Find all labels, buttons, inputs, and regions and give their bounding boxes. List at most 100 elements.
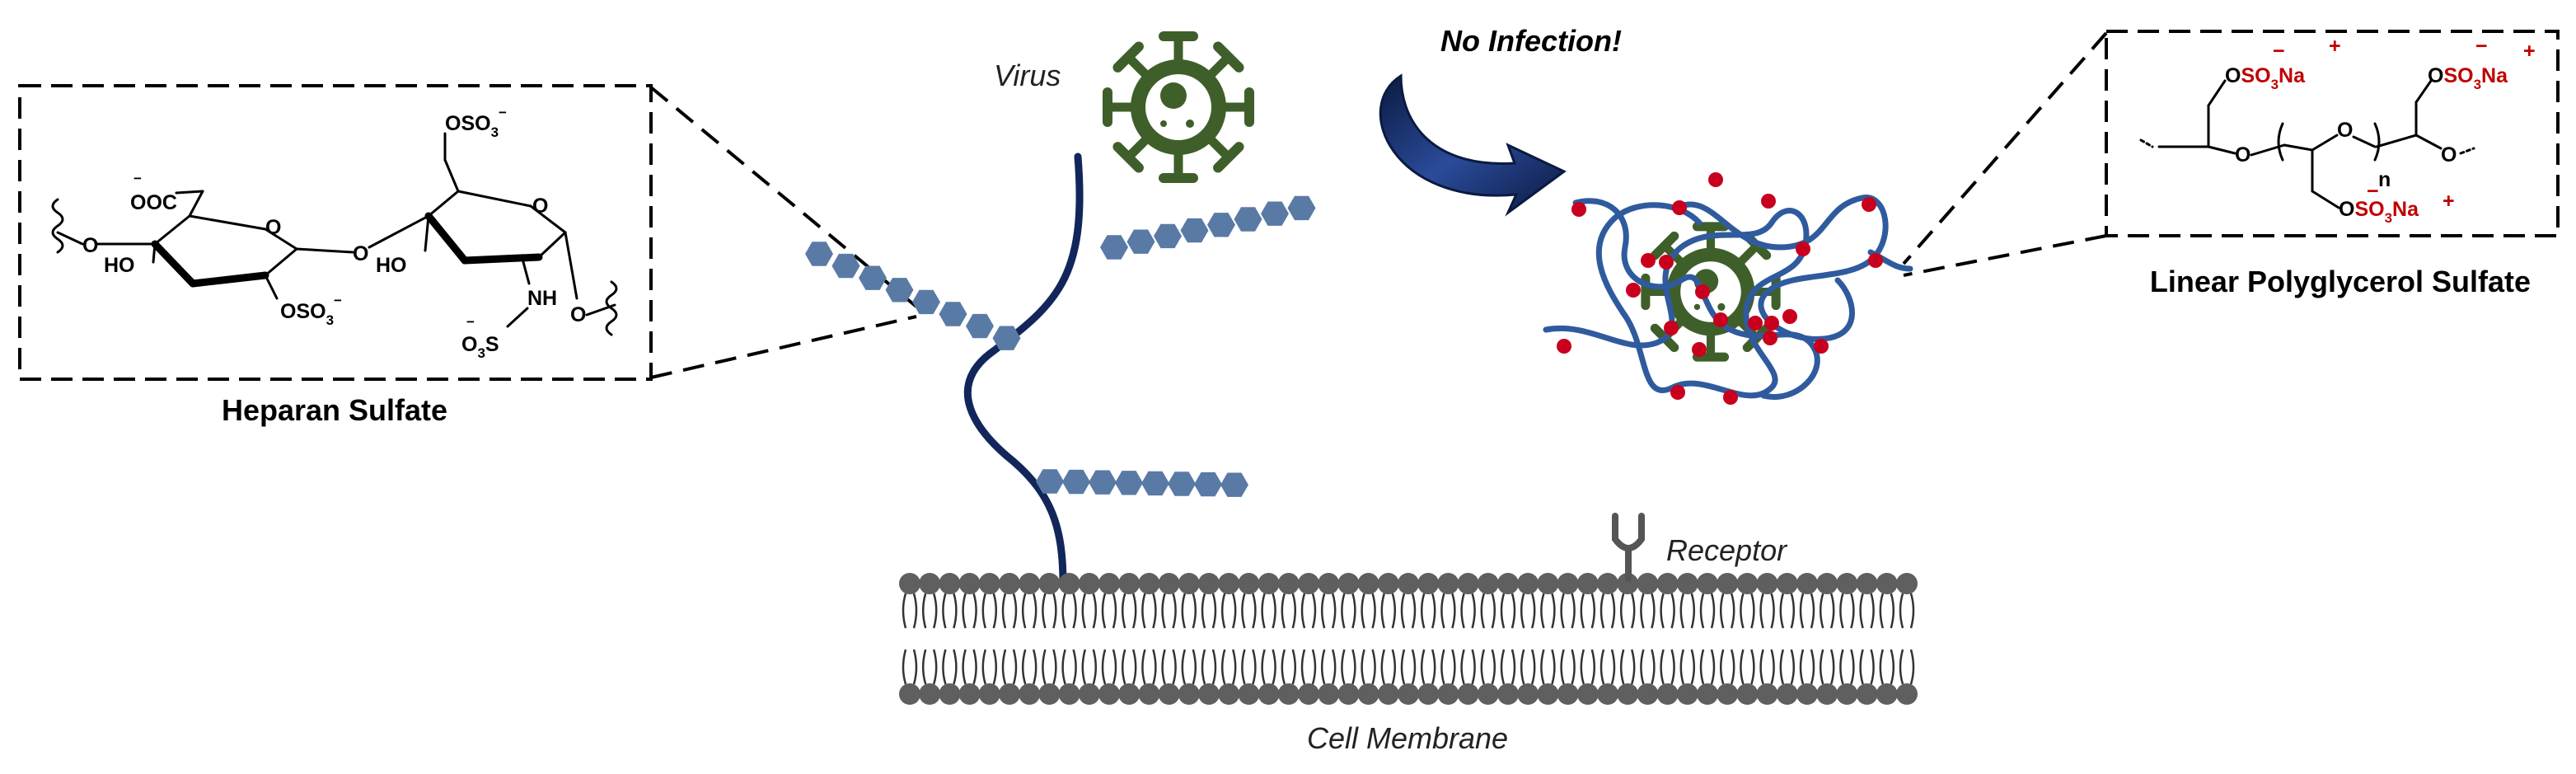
lipid-head bbox=[1098, 573, 1120, 594]
lipid-head bbox=[1457, 573, 1479, 594]
lipid-head bbox=[1098, 683, 1120, 705]
lipid-head bbox=[1676, 683, 1698, 705]
lipid bbox=[1776, 649, 1798, 705]
lipid bbox=[1238, 649, 1260, 705]
lipid-head bbox=[1876, 573, 1898, 594]
lipid bbox=[1277, 573, 1300, 629]
lipid-tail bbox=[1101, 593, 1107, 629]
ooc-label: OOC bbox=[130, 191, 177, 214]
lipid-tail bbox=[1201, 593, 1206, 629]
lipid bbox=[919, 649, 941, 705]
lipid bbox=[1597, 649, 1618, 705]
lipid-tail bbox=[1859, 593, 1864, 629]
ho-right: HO bbox=[376, 254, 407, 277]
svg-text:O: O bbox=[2441, 143, 2457, 167]
lipid bbox=[1756, 649, 1778, 705]
hexagon bbox=[992, 326, 1021, 350]
lipid-head bbox=[1597, 683, 1618, 705]
lipid-head bbox=[1576, 573, 1599, 594]
lipid-tail bbox=[1331, 593, 1337, 629]
lipid bbox=[1676, 649, 1698, 705]
lipid bbox=[1198, 649, 1220, 705]
lipid bbox=[1118, 649, 1140, 705]
lipid bbox=[1856, 573, 1878, 629]
lipid-tail bbox=[1072, 649, 1077, 685]
lipid-tail bbox=[1320, 649, 1326, 685]
lipid-tail bbox=[1211, 649, 1217, 685]
lipid bbox=[978, 573, 1000, 629]
sulfate-dot bbox=[1670, 385, 1685, 400]
lipid-tail bbox=[1261, 649, 1266, 685]
lipid-tail bbox=[1042, 593, 1047, 629]
spike-cap bbox=[1213, 41, 1244, 73]
lipid-head bbox=[1876, 683, 1898, 705]
lipid bbox=[1576, 573, 1599, 629]
virus-label: Virus bbox=[994, 59, 1061, 92]
lipid-tail bbox=[1890, 649, 1895, 685]
lipid-tail bbox=[1440, 649, 1445, 685]
lipid-head bbox=[1138, 573, 1160, 594]
nh-label: NH bbox=[527, 287, 557, 310]
lipid-tail bbox=[1870, 593, 1875, 629]
lipid bbox=[1298, 649, 1319, 705]
lipid-tail bbox=[1520, 593, 1525, 629]
lipid bbox=[1098, 573, 1120, 629]
lipid bbox=[1058, 573, 1080, 629]
lipid-tail bbox=[1540, 593, 1545, 629]
lipid-tail bbox=[1471, 649, 1476, 685]
lipid-head bbox=[1357, 573, 1379, 594]
lipid bbox=[1796, 573, 1818, 629]
svg-text:−: − bbox=[2273, 40, 2285, 63]
lipid-tail bbox=[1759, 649, 1764, 685]
lipid-head bbox=[1318, 573, 1340, 594]
lipid bbox=[1597, 573, 1618, 629]
no-infection-label: No Infection! bbox=[1440, 24, 1622, 58]
svg-text:−: − bbox=[133, 171, 142, 186]
lipid-tail bbox=[1750, 593, 1755, 629]
lipid-tail bbox=[1810, 593, 1815, 629]
lipid-tail bbox=[1890, 593, 1895, 629]
lipid-tail bbox=[1161, 649, 1166, 685]
lipid bbox=[899, 649, 920, 705]
hexagon bbox=[1207, 213, 1235, 237]
hexagon bbox=[831, 253, 860, 279]
lipid-tail bbox=[1291, 649, 1297, 685]
lipid-tail bbox=[1879, 649, 1885, 685]
pg-right-oso3na: OSO3Na bbox=[2428, 64, 2508, 92]
lipid bbox=[1398, 573, 1419, 629]
lipid-head bbox=[1896, 683, 1918, 705]
lipid-tail bbox=[1141, 593, 1146, 629]
lipid-head bbox=[1896, 573, 1918, 594]
hexagon bbox=[1141, 471, 1169, 496]
lipid bbox=[1298, 573, 1319, 629]
spike-cap bbox=[1213, 142, 1244, 173]
lipid-tail bbox=[1400, 593, 1406, 629]
ho-left: HO bbox=[104, 254, 135, 277]
lipid bbox=[919, 573, 941, 629]
lipid-tail bbox=[1879, 593, 1885, 629]
lipid-tail bbox=[902, 593, 907, 629]
lipid bbox=[1756, 573, 1778, 629]
lipid-head bbox=[1796, 683, 1818, 705]
lipid-tail bbox=[1281, 593, 1286, 629]
lipid-head bbox=[1078, 573, 1100, 594]
lipid-tail bbox=[1081, 593, 1087, 629]
lipid-head bbox=[1158, 573, 1180, 594]
lipid-tail bbox=[1850, 593, 1855, 629]
membrane-label: Cell Membrane bbox=[1307, 721, 1508, 755]
lipid-tail bbox=[1431, 593, 1436, 629]
heparan-dashed-box bbox=[18, 84, 653, 381]
lipid-head bbox=[1717, 683, 1739, 705]
lipid bbox=[1218, 573, 1240, 629]
sulfate-dot bbox=[1692, 342, 1707, 357]
lipid-tail bbox=[1220, 649, 1226, 685]
lipid bbox=[1178, 649, 1200, 705]
dot bbox=[1693, 303, 1701, 311]
sulfate-dot bbox=[1796, 242, 1810, 256]
lipid-tail bbox=[1599, 649, 1605, 685]
lipid bbox=[1318, 573, 1340, 629]
sulfate-dot bbox=[1862, 197, 1876, 212]
o3s-label: O3S bbox=[461, 333, 499, 361]
chain-left bbox=[805, 242, 1021, 350]
lipid-tail bbox=[1291, 593, 1297, 629]
